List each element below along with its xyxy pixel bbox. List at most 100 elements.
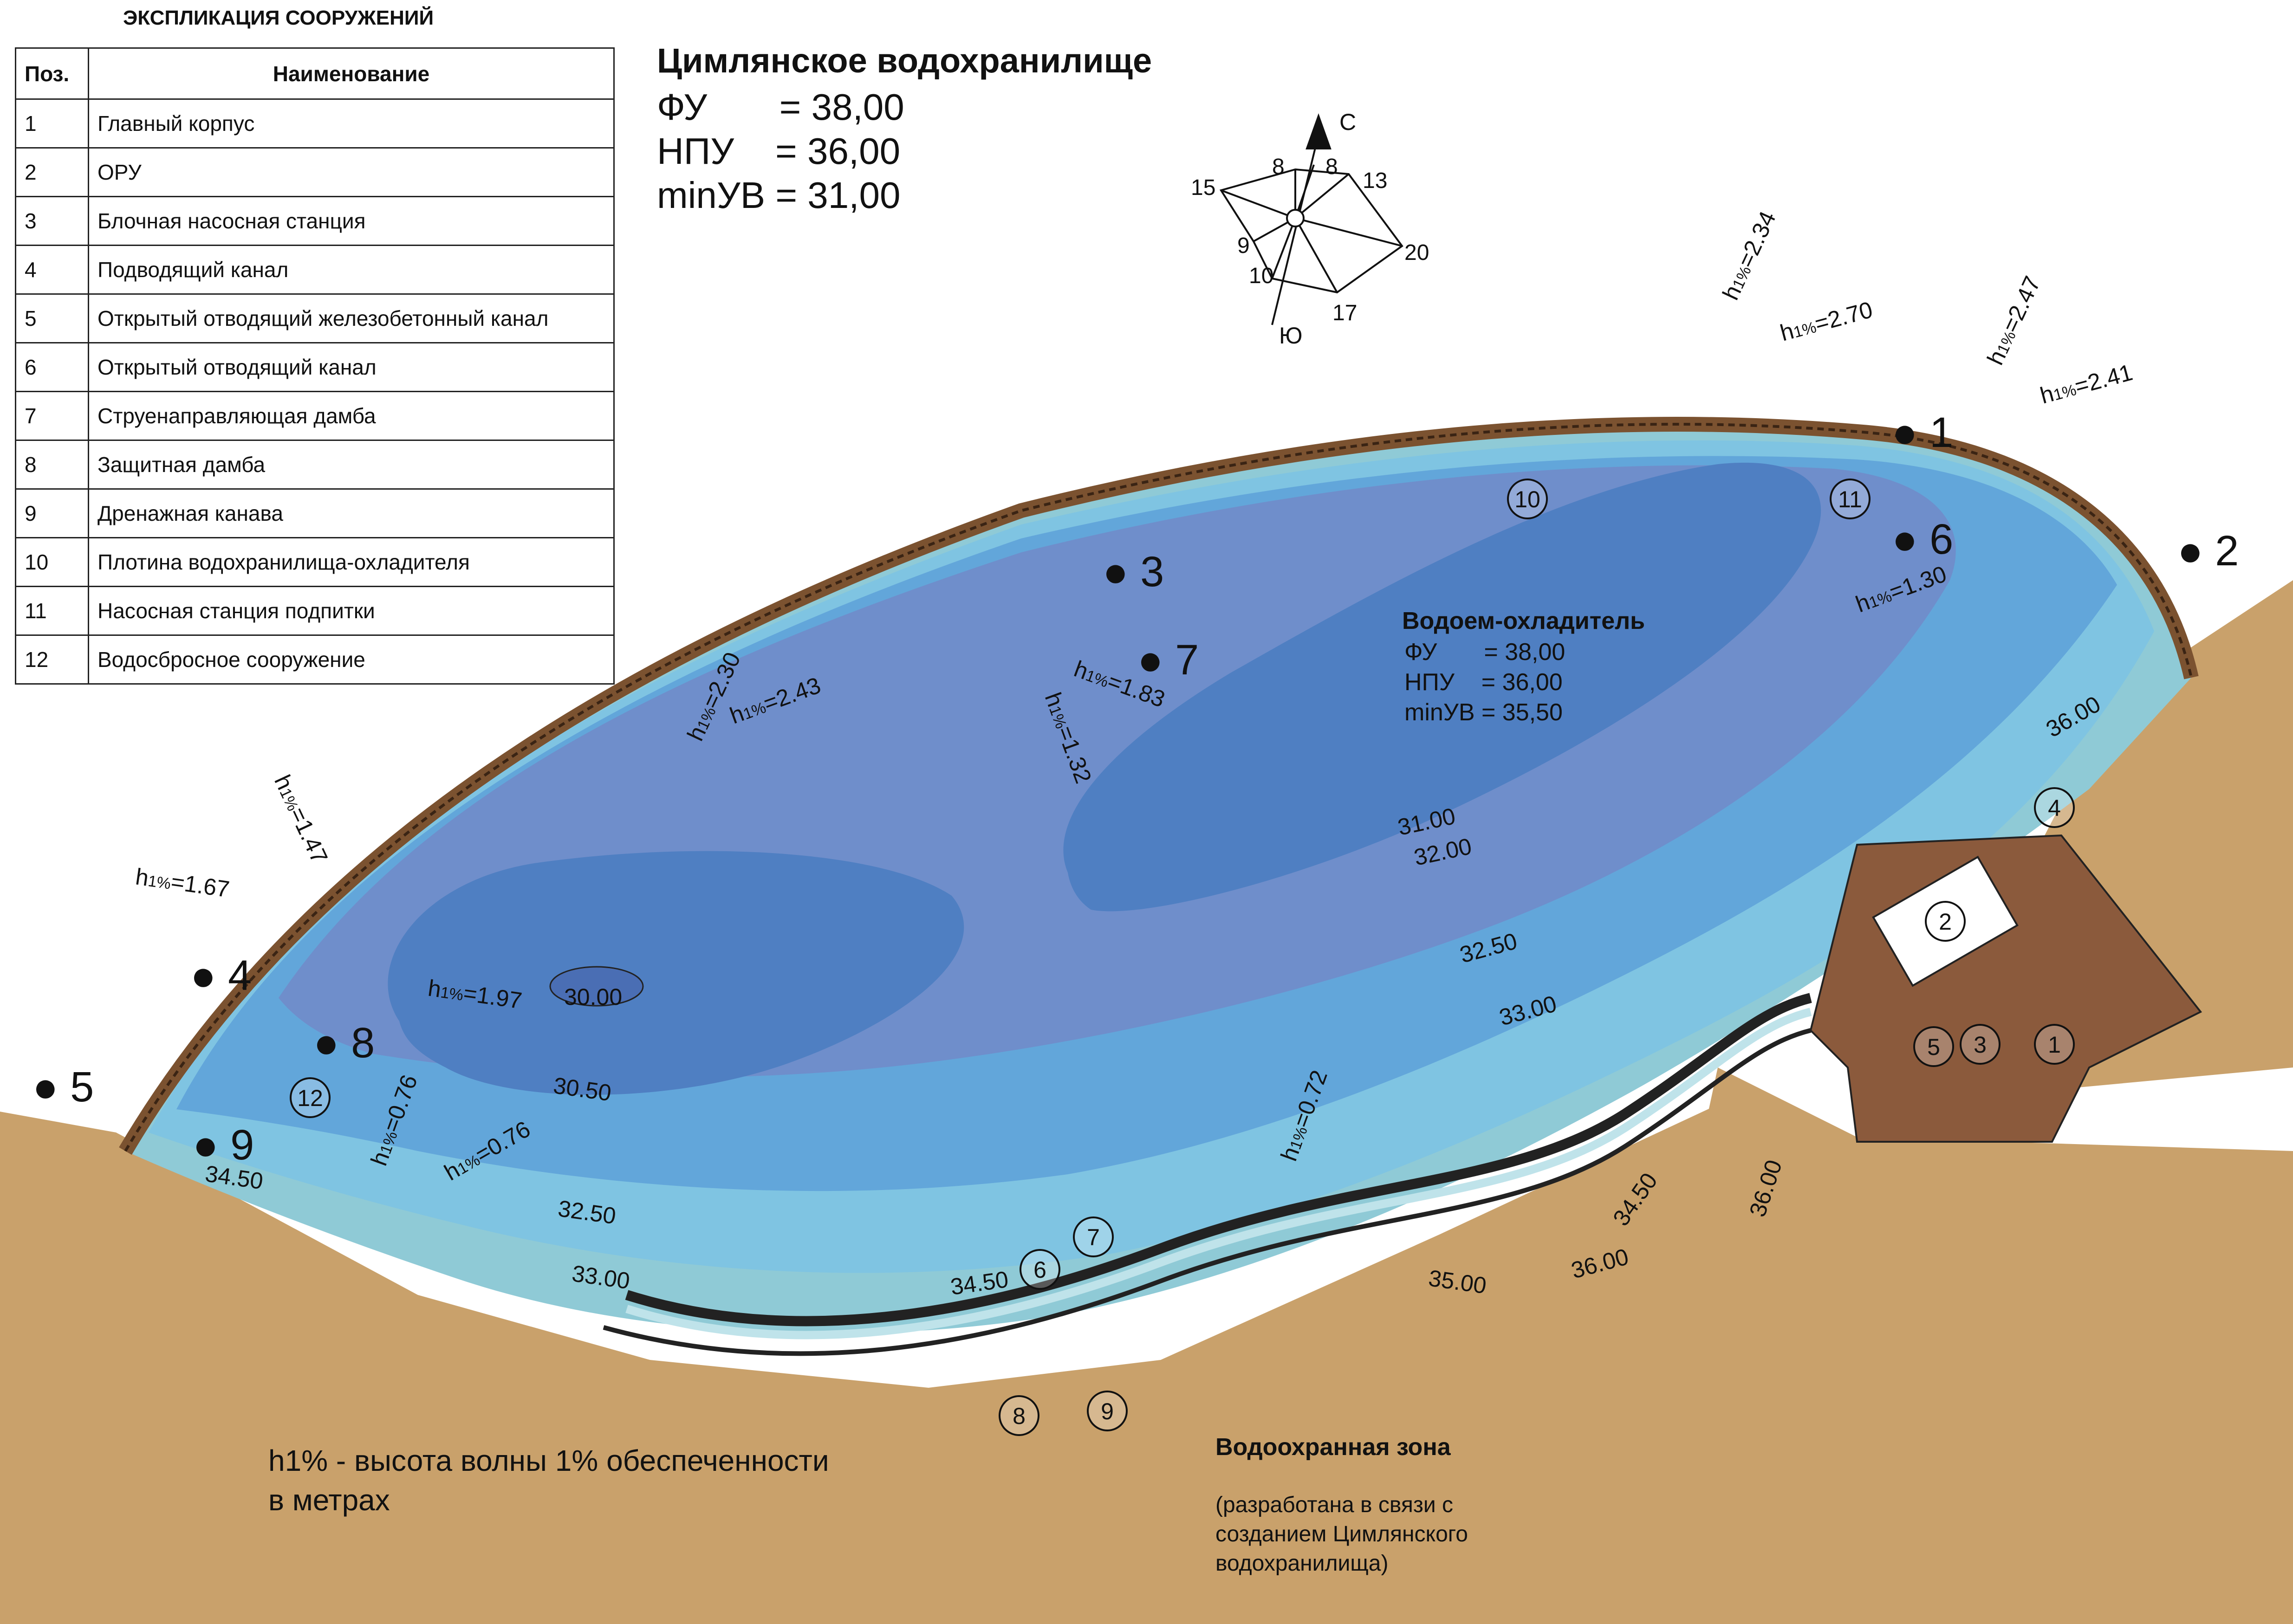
structure-number: 3	[1974, 1032, 1987, 1058]
structure-number: 8	[1013, 1403, 1026, 1429]
wind-rose-value: 15	[1191, 175, 1215, 200]
legend-pos: 5	[15, 293, 89, 343]
water-protection-zone-note: водохранилища)	[1215, 1551, 1389, 1576]
structure-number: 11	[1838, 486, 1862, 512]
legend-name: Открытый отводящий канал	[88, 342, 615, 392]
structure-circle	[2034, 787, 2075, 828]
wind-rose-value: 9	[1237, 233, 1250, 258]
structure-circle	[1830, 479, 1871, 519]
legend-name: Насосная станция подпитки	[88, 586, 615, 636]
wave-height-label: h1%=2.47	[1982, 272, 2046, 369]
reservoir-level-min: minУВ = 31,00	[657, 175, 901, 216]
structure-number: 9	[1101, 1398, 1114, 1424]
structure-number: 6	[1033, 1257, 1046, 1283]
site-marker: ● 1	[1892, 409, 1954, 456]
structure-circle	[290, 1077, 331, 1118]
wave-height-label: h1%=2.34	[1717, 207, 1781, 304]
site-marker: ● 4	[190, 952, 252, 999]
wind-rose-value: 13	[1363, 168, 1387, 193]
dam-crest-line	[124, 423, 2193, 1152]
wind-rose-south-label: Ю	[1279, 323, 1303, 349]
legend-header: Поз. Наименование	[15, 47, 615, 100]
discharge-channel	[625, 993, 1812, 1326]
legend-name: ОРУ	[88, 147, 615, 197]
structure-number: 2	[1939, 909, 1952, 935]
wind-rose-value: 17	[1332, 301, 1357, 325]
legend-name: Дренажная канава	[88, 488, 615, 538]
wave-height-label: h1%=1.47	[269, 771, 333, 867]
reservoir-title: Цимлянское водохранилище	[657, 41, 1152, 80]
reservoir-level-npu: НПУ = 36,00	[657, 130, 901, 172]
cooling-pond-level-min: minУВ = 35,50	[1404, 699, 1563, 726]
legend-pos: 7	[15, 391, 89, 441]
legend-title: ЭКСПЛИКАЦИЯ СООРУЖЕНИЙ	[123, 6, 434, 29]
structure-circle	[1925, 901, 1966, 942]
legend-name: Блочная насосная станция	[88, 196, 615, 246]
legend-col-name: Наименование	[88, 47, 615, 100]
cooling-pond-title: Водоем-охладитель	[1402, 608, 1645, 634]
wave-height-units: в метрах	[268, 1483, 390, 1517]
legend-name: Подводящий канал	[88, 245, 615, 295]
structure-circle	[1960, 1024, 2001, 1065]
structure-number: 5	[1927, 1034, 1940, 1060]
discharge-channel-water	[625, 1008, 1812, 1339]
legend-name: Главный корпус	[88, 98, 615, 149]
structure-circle	[1073, 1216, 1114, 1257]
water-zone-deep-west	[388, 851, 964, 1095]
legend-name: Открытый отводящий железобетонный канал	[88, 293, 615, 343]
structure-number: 7	[1087, 1224, 1100, 1250]
legend-pos: 1	[15, 98, 89, 149]
site-marker: ● 5	[32, 1063, 94, 1111]
wind-rose-value: 10	[1249, 264, 1273, 288]
structure-circle	[999, 1395, 1039, 1436]
wave-height-label: h1%=2.70	[1777, 297, 1875, 346]
switchyard-block	[1872, 855, 2019, 987]
water-zone-deep-east	[1063, 462, 1821, 912]
site-marker: ● 3	[1103, 548, 1164, 595]
wave-height-label: h1%=1.67	[134, 863, 231, 902]
structure-circle	[1087, 1391, 1128, 1431]
water-protection-zone-note: созданием Цимлянского	[1215, 1522, 1468, 1546]
reservoir-level-fu: ФУ = 38,00	[657, 86, 904, 128]
wind-rose	[1219, 113, 1403, 325]
legend-pos: 2	[15, 147, 89, 197]
legend-name: Водосбросное сооружение	[88, 634, 615, 685]
structure-circle	[2034, 1024, 2075, 1065]
site-marker: ● 7	[1137, 636, 1199, 684]
protective-dam	[603, 1028, 1812, 1356]
structure-number: 4	[2048, 795, 2061, 821]
water-protection-zone-title: Водоохранная зона	[1215, 1434, 1451, 1461]
structure-circle	[1913, 1026, 1954, 1067]
structure-number: 1	[2048, 1032, 2061, 1058]
legend-name: Плотина водохранилища-охладителя	[88, 537, 615, 587]
legend-name: Защитная дамба	[88, 440, 615, 490]
legend-pos: 11	[15, 586, 89, 636]
site-marker: ● 8	[313, 1019, 375, 1067]
legend-pos: 9	[15, 488, 89, 538]
legend-pos: 10	[15, 537, 89, 587]
contour-label: 30.00	[564, 984, 622, 1010]
legend-name: Струенаправляющая дамба	[88, 391, 615, 441]
legend-pos: 8	[15, 440, 89, 490]
wind-rose-value: 8	[1272, 155, 1285, 179]
wave-height-note: h1% - высота волны 1% обеспеченности	[268, 1444, 829, 1477]
site-marker: ● 6	[1892, 516, 1954, 563]
site-marker: ● 2	[2177, 527, 2239, 575]
structure-number: 12	[297, 1085, 323, 1111]
cooling-pond-level-fu: ФУ = 38,00	[1404, 639, 1565, 666]
water-protection-zone-note: (разработана в связи с	[1215, 1493, 1453, 1517]
legend-pos: 3	[15, 196, 89, 246]
